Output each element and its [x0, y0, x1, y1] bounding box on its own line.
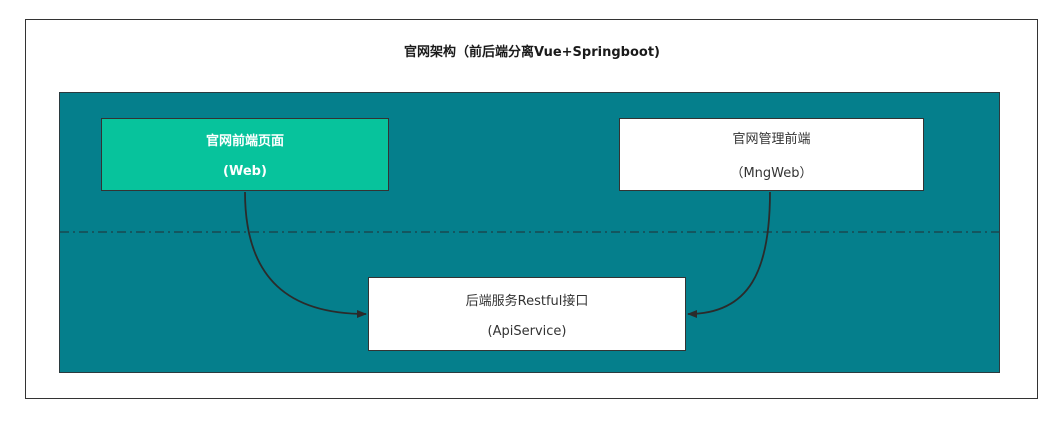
web-frontend-sublabel: (Web) — [223, 164, 267, 179]
api-service-sublabel: (ApiService) — [487, 323, 567, 339]
mng-frontend-sublabel: （MngWeb） — [730, 166, 813, 181]
diagram-title: 官网架构（前后端分离Vue+Springboot) — [404, 45, 660, 60]
api-service-label: 后端服务Restful接口 — [465, 293, 589, 309]
mng-frontend-box[interactable]: 官网管理前端 （MngWeb） — [619, 118, 924, 191]
api-service-box[interactable]: 后端服务Restful接口 (ApiService) — [368, 277, 686, 351]
web-frontend-box[interactable]: 官网前端页面 (Web) — [101, 118, 389, 191]
web-frontend-label: 官网前端页面 — [205, 134, 284, 149]
mng-frontend-label: 官网管理前端 — [732, 132, 811, 147]
